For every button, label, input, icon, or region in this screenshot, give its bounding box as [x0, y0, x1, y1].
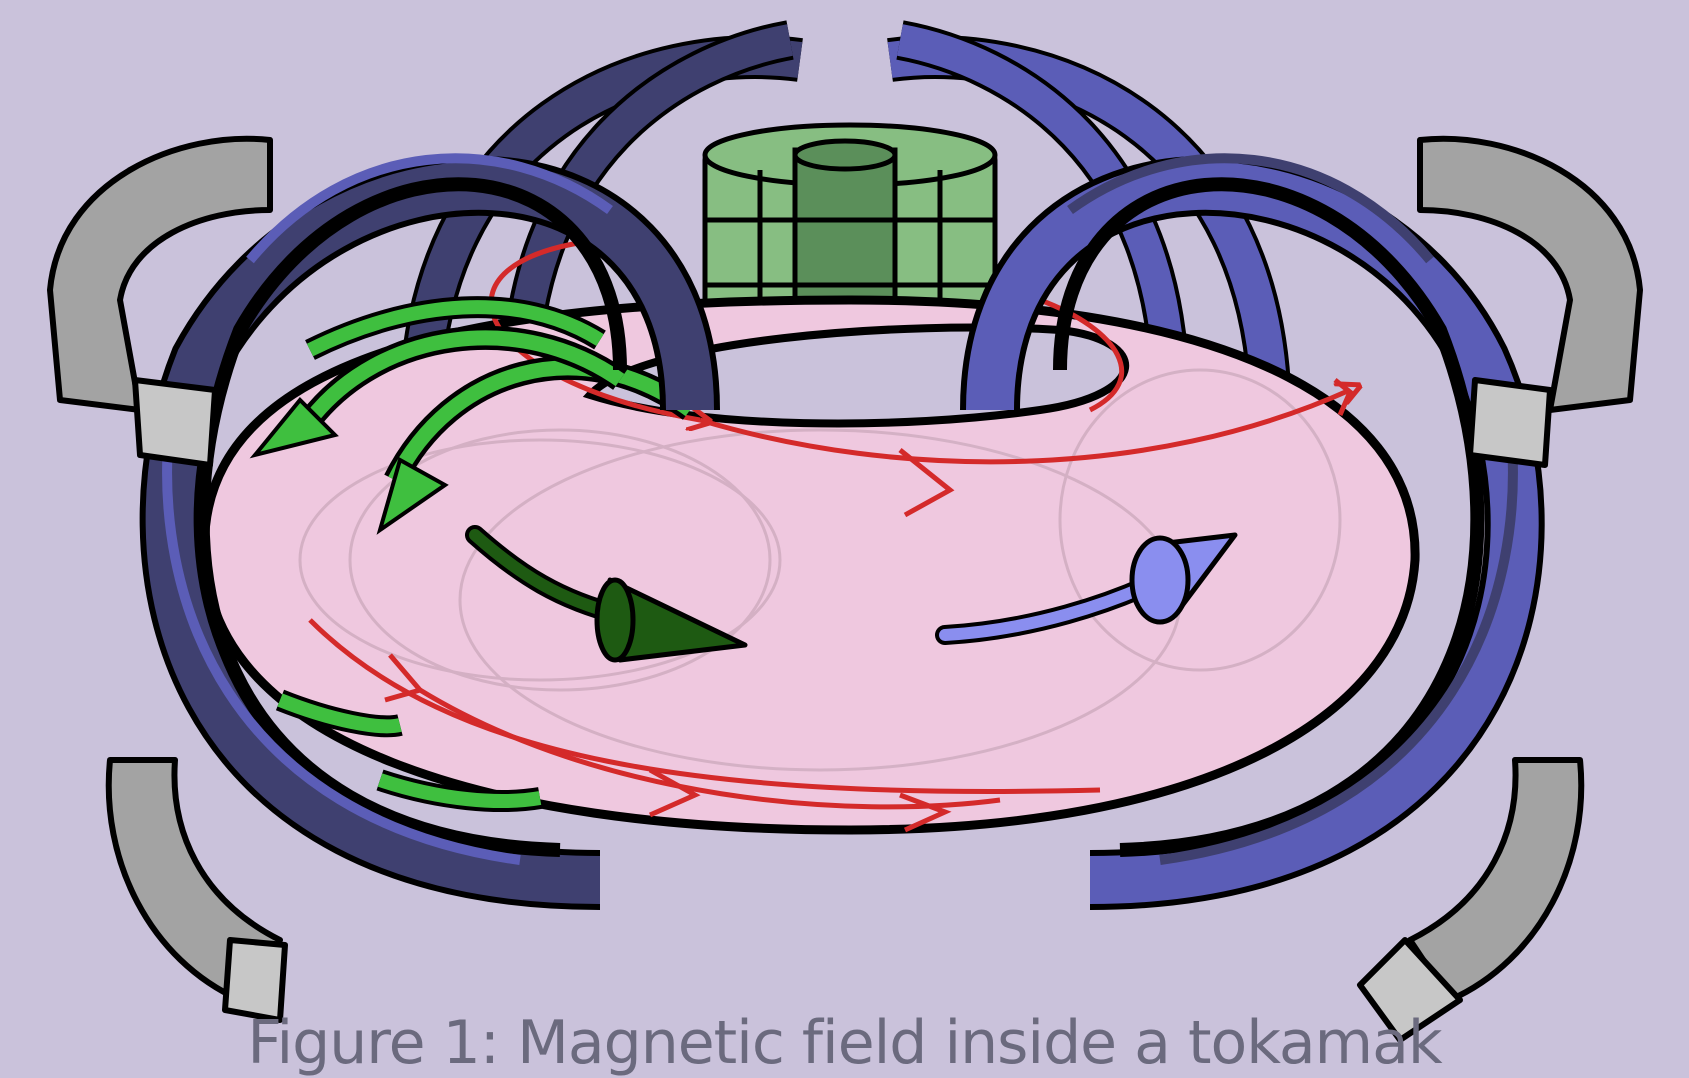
plasma-torus	[205, 300, 1416, 830]
tokamak-diagram	[0, 0, 1689, 1044]
figure-caption: Figure 1: Magnetic field inside a tokama…	[0, 1008, 1689, 1078]
